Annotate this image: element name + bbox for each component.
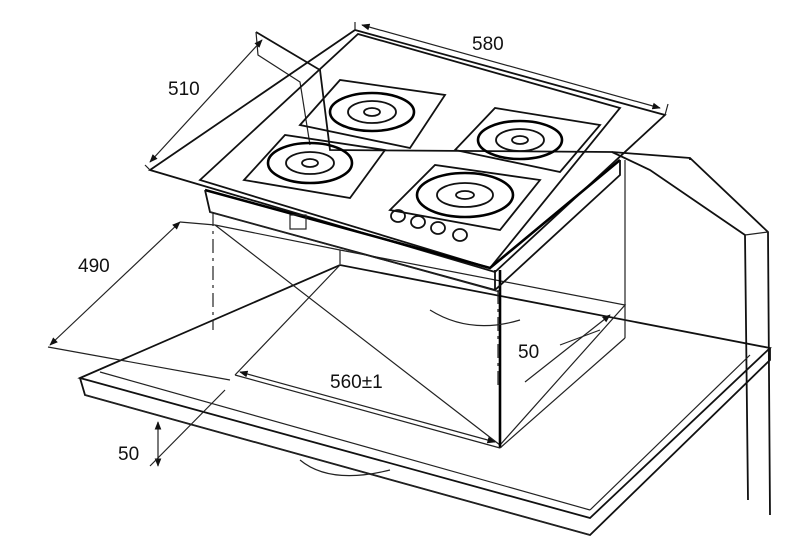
control-knobs [390, 209, 468, 242]
dim-rear-clearance: 50 [518, 342, 539, 363]
burner-icon [476, 119, 564, 161]
dimension-lines [47, 22, 669, 467]
dim-front-clearance: 50 [118, 444, 139, 465]
gas-inlet [289, 214, 307, 230]
knob-icon [452, 228, 468, 242]
dim-hob-depth: 510 [168, 79, 200, 100]
dim-cutout-width: 560±1 [330, 372, 383, 393]
knob-icon [410, 215, 426, 229]
dim-hob-width: 580 [472, 34, 504, 55]
dim-cutout-depth: 490 [78, 256, 110, 277]
knob-icon [430, 221, 446, 235]
burner-icon [415, 171, 515, 219]
burner-icon [328, 91, 416, 133]
hob-top [147, 29, 667, 293]
knob-icon [390, 209, 406, 223]
burner-icon [266, 141, 354, 185]
worktop [77, 264, 772, 537]
